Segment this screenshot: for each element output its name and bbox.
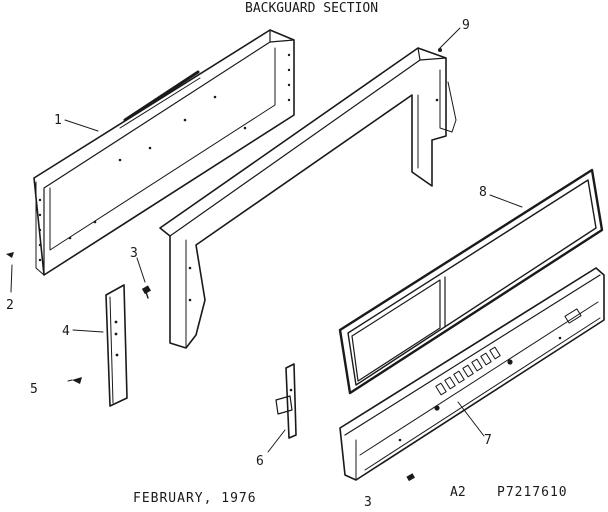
callout-2: 2: [6, 298, 14, 313]
part-9-trim-frame: [159, 47, 457, 349]
part-6-side-bracket: [275, 363, 297, 439]
part-8-glass-panel: [338, 168, 604, 395]
diagram-title: BACKGUARD SECTION: [245, 1, 378, 16]
callout-8: 8: [479, 185, 487, 200]
part-4-bracket: [105, 284, 128, 407]
part-5-fastener: [67, 377, 82, 384]
footer-part-number: P7217610: [497, 485, 568, 500]
callout-4: 4: [62, 324, 70, 339]
leader-lines: [10, 27, 523, 453]
callout-7: 7: [484, 433, 492, 448]
callout-9: 9: [462, 18, 470, 33]
part-3-screw: [141, 285, 151, 299]
callout-3: 3: [130, 246, 138, 261]
footer-date: FEBRUARY, 1976: [133, 491, 257, 506]
control-panel-slots: [435, 346, 501, 396]
callout-1: 1: [54, 113, 62, 128]
part-1-rear-panel: [33, 29, 295, 276]
part-2-fastener: [6, 252, 14, 258]
footer-page-number: 3: [364, 495, 372, 508]
part-3-screw-lower: [406, 473, 415, 482]
callout-5: 5: [30, 382, 38, 397]
callout-6: 6: [256, 454, 264, 469]
part-7-control-panel: [339, 267, 605, 481]
footer-code-a: A2: [450, 485, 466, 500]
